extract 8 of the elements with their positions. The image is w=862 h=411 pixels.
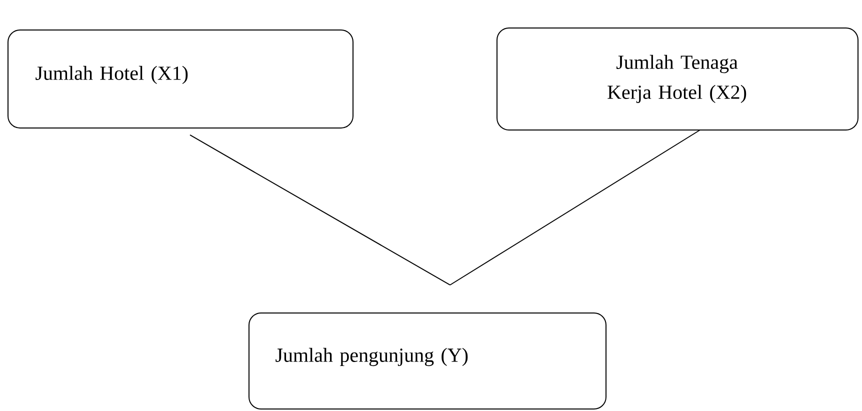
rounded-box — [8, 30, 354, 128]
box-label: Jumlah pengunjung (Y) — [276, 348, 468, 366]
connector-line — [450, 130, 700, 286]
rounded-box — [248, 312, 606, 410]
box-label: Jumlah Tenaga Kerja Hotel (X2) — [608, 54, 746, 104]
box-label: Jumlah Hotel (X1) — [36, 66, 188, 84]
connector-line — [190, 134, 450, 286]
rounded-box — [496, 28, 858, 130]
